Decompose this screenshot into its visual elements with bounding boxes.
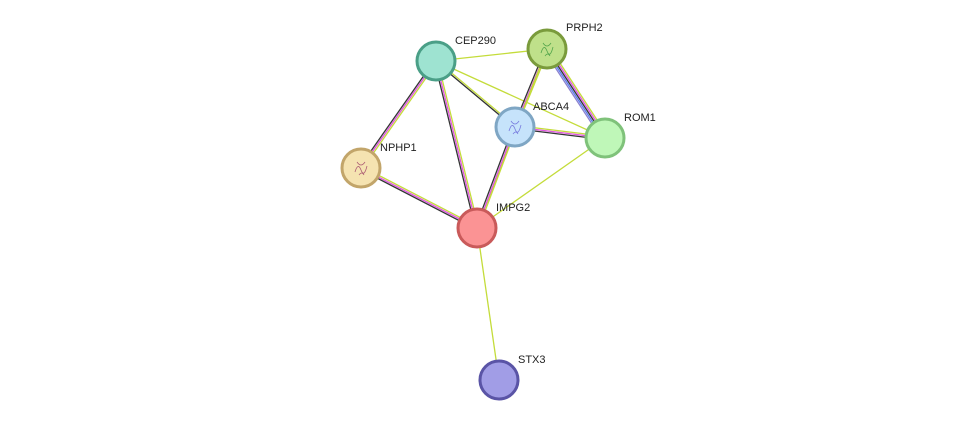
node-rom1[interactable]: ROM1 [584,112,656,159]
edge-evidence-experimental [360,60,437,169]
edge-evidence-textmining [476,137,606,229]
edge-cep290-nphp1[interactable] [359,59,438,170]
edge-rom1-impg2[interactable] [476,137,606,229]
edge-evidence-experimental [435,60,478,229]
node-impg2[interactable]: IMPG2 [456,202,530,249]
edge-nphp1-impg2[interactable] [359,165,479,231]
edge-evidence-textmining [361,165,479,228]
node-label: ROM1 [624,112,656,124]
node-circle[interactable] [478,359,520,401]
edge-evidence-textmining [361,61,438,170]
edge-cep290-impg2[interactable] [433,59,480,230]
edge-evidence-coexpression [359,168,477,231]
edge-evidence-textmining [476,227,500,381]
node-label: CEP290 [455,35,496,47]
edge-impg2-stx3[interactable] [476,227,500,381]
node-label: IMPG2 [496,202,530,214]
edge-evidence-textmining [436,59,480,229]
edge-evidence-coexpression [433,60,477,230]
node-nphp1[interactable]: NPHP1 [340,142,417,189]
edge-evidence-experimental [360,167,478,229]
node-label: ABCA4 [533,101,569,113]
node-abca4[interactable]: ABCA4 [494,101,569,148]
node-circle[interactable] [526,28,568,70]
node-circle[interactable] [340,147,382,189]
protein-structure-icon [508,120,522,135]
node-label: NPHP1 [380,142,417,154]
node-circle[interactable] [415,40,457,82]
edge-evidence-textmining [435,60,606,139]
node-circle[interactable] [584,117,626,159]
node-cep290[interactable]: CEP290 [415,35,496,82]
edge-evidence-coexpression [359,59,436,168]
node-prph2[interactable]: PRPH2 [526,22,603,70]
edge-cep290-rom1[interactable] [435,60,606,139]
node-circle[interactable] [456,207,498,249]
node-circle[interactable] [494,106,536,148]
node-label: PRPH2 [566,22,603,34]
protein-structure-icon [540,42,554,57]
protein-structure-icon [354,161,368,176]
node-stx3[interactable]: STX3 [478,354,546,401]
node-label: STX3 [518,354,546,366]
